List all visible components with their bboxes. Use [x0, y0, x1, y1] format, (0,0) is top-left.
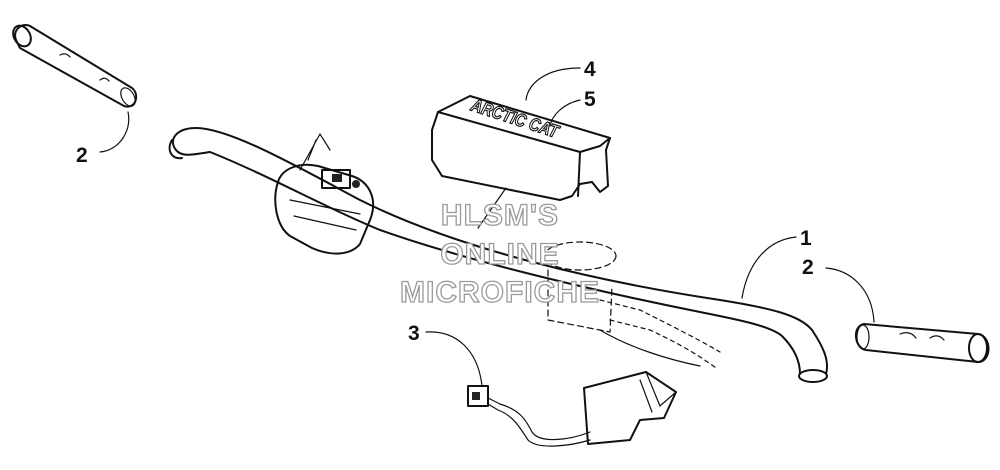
leader-1-pad — [477, 187, 507, 229]
callout-5: 5 — [584, 88, 596, 111]
watermark: HLSM'S ONLINE MICROFICHE — [399, 198, 600, 309]
leader-4 — [525, 67, 581, 101]
left-grip — [12, 24, 138, 108]
leader-1 — [741, 236, 797, 299]
watermark-line-3: MICROFICHE — [400, 276, 600, 309]
leader-2-right — [825, 267, 875, 323]
leader-3 — [425, 331, 483, 387]
right-grip — [855, 323, 990, 363]
pad-print: ARCTIC CAT — [468, 94, 563, 142]
handlebar — [168, 127, 828, 383]
callout-2-left: 2 — [76, 144, 88, 167]
switch-harness — [467, 371, 677, 447]
leader-lines — [99, 67, 875, 387]
watermark-line-2: ONLINE — [440, 238, 559, 271]
callout-3: 3 — [408, 322, 420, 345]
leader-2-left — [99, 111, 130, 153]
watermark-line-1: HLSM'S — [441, 199, 559, 232]
right-mount-clamp — [543, 241, 721, 369]
left-control-housing — [274, 132, 375, 255]
callout-2-right: 2 — [802, 256, 814, 279]
leader-5 — [549, 99, 581, 127]
callout-1: 1 — [800, 227, 812, 250]
callout-4: 4 — [584, 58, 596, 81]
